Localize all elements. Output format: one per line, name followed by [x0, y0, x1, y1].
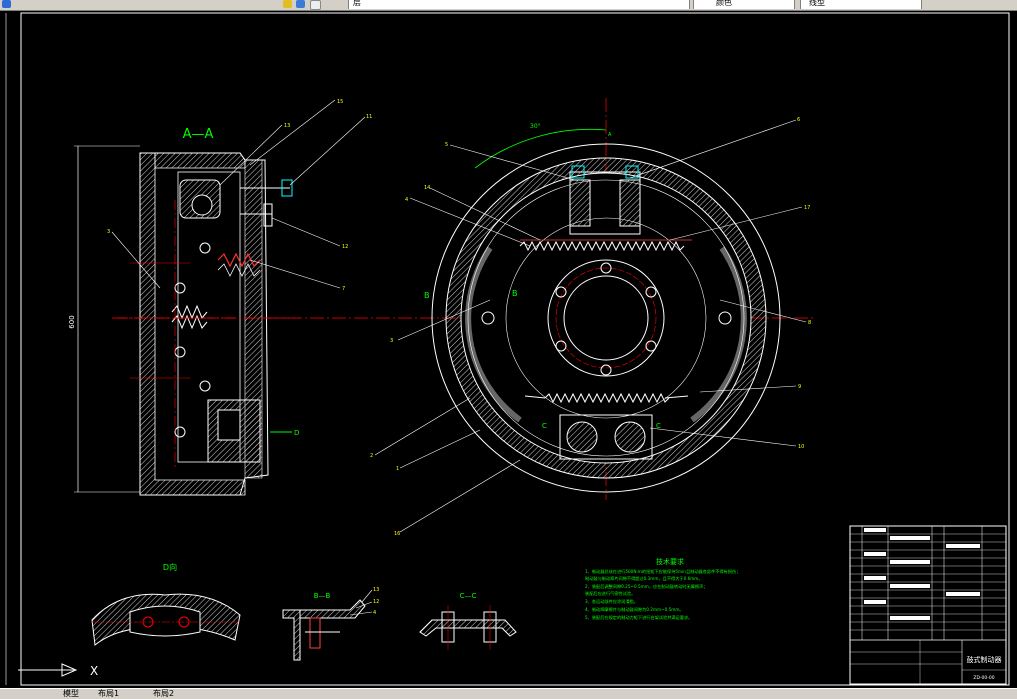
color-dropdown-value: 颜色: [716, 0, 732, 7]
title-block-name: 鼓式制动器: [967, 655, 1002, 664]
section-aa-title: A—A: [183, 127, 214, 142]
linetype-dropdown[interactable]: 线型: [800, 0, 922, 9]
svg-text:D向: D向: [163, 562, 177, 572]
svg-text:A: A: [608, 132, 612, 138]
svg-text:5: 5: [445, 142, 448, 148]
svg-text:6: 6: [797, 117, 800, 123]
view-d-marker: D: [294, 429, 299, 437]
svg-text:7: 7: [342, 286, 345, 292]
dim-600-label: 600: [68, 315, 76, 328]
tab-model[interactable]: 模型: [63, 689, 79, 698]
layer-state-icon[interactable]: [2, 0, 11, 8]
drawing-frame: [20, 12, 1010, 686]
svg-text:C—C: C—C: [460, 592, 477, 600]
layer-dropdown[interactable]: 层: [348, 0, 690, 9]
svg-text:技术要求: 技术要求: [656, 557, 684, 566]
svg-text:1、制动器总成在进行500N·m的扭矩下应能保持5min且制: 1、制动器总成在进行500N·m的扭矩下应能保持5min且制动器各部件不得有损伤…: [585, 568, 740, 575]
title-block: 鼓式制动器 ZD-00-00: [849, 525, 1007, 685]
svg-text:14: 14: [424, 185, 430, 191]
view-d: D向: [91, 562, 241, 646]
svg-text:2、装配后调整间隙0.25~0.5mm，应在制动鼓转动时无摩: 2、装配后调整间隙0.25~0.5mm，应在制动鼓转动时无摩擦声；: [585, 583, 707, 590]
svg-text:15: 15: [337, 99, 343, 105]
linetype-dropdown-value: 线型: [809, 0, 825, 7]
svg-text:13: 13: [373, 587, 379, 593]
svg-text:3、各运动部件应涂润滑脂。: 3、各运动部件应涂润滑脂。: [585, 598, 638, 605]
drawing-canvas[interactable]: A—A 600: [0, 10, 1017, 688]
svg-text:4: 4: [405, 197, 408, 203]
section-b-b: B—B 13 12 4: [282, 587, 379, 661]
svg-text:制动鼓与制动蹄片间隙不得超过0.3mm，且不得大于0.6mm: 制动鼓与制动蹄片间隙不得超过0.3mm，且不得大于0.6mm。: [585, 575, 703, 582]
lock-icon[interactable]: [296, 0, 305, 8]
layer-dropdown-value: 层: [353, 0, 361, 7]
layout-tabs-bar: 模型 布局1 布局2: [0, 688, 1017, 699]
svg-text:9: 9: [798, 384, 801, 390]
svg-text:4、制动蹄摩擦片与制动鼓间隙为0.2mm~0.5mm。: 4、制动蹄摩擦片与制动鼓间隙为0.2mm~0.5mm。: [585, 606, 684, 613]
svg-text:C: C: [542, 422, 547, 430]
svg-text:12: 12: [373, 599, 379, 605]
ucs-x-label: X: [90, 664, 98, 678]
layer-properties-toolbar: 层 颜色 线型: [0, 0, 1017, 11]
sun-icon[interactable]: [283, 0, 292, 8]
svg-text:2: 2: [370, 453, 373, 459]
svg-text:3: 3: [390, 338, 393, 344]
svg-text:B: B: [424, 291, 430, 300]
tab-layout2[interactable]: 布局2: [153, 689, 175, 698]
svg-text:16: 16: [394, 531, 400, 537]
tab-layout1[interactable]: 布局1: [98, 689, 120, 698]
ucs-icon: X: [18, 663, 98, 678]
svg-text:11: 11: [366, 114, 372, 120]
svg-text:1: 1: [396, 466, 399, 472]
svg-text:B: B: [512, 289, 518, 298]
svg-text:装配后应进行气密性试验。: 装配后应进行气密性试验。: [585, 590, 635, 597]
svg-text:17: 17: [804, 205, 810, 211]
title-block-code: ZD-00-00: [973, 675, 994, 681]
svg-text:13: 13: [284, 123, 290, 129]
color-dropdown[interactable]: 颜色: [693, 0, 795, 9]
svg-text:12: 12: [342, 244, 348, 250]
svg-text:30°: 30°: [530, 123, 541, 130]
section-c-c: C—C: [419, 592, 517, 650]
front-view: 30° A B B C C 5 6 14 4 17 3 8 2 1 9 10 1…: [112, 98, 815, 537]
svg-text:B—B: B—B: [314, 592, 331, 600]
color-square-icon[interactable]: [310, 0, 321, 10]
svg-text:5、装配后在规定的制动力矩下进行台架试验并满足要求。: 5、装配后在规定的制动力矩下进行台架试验并满足要求。: [585, 614, 692, 621]
svg-text:3: 3: [107, 229, 110, 235]
section-a-a: A—A 600: [68, 99, 372, 496]
technical-requirements: 技术要求 1、制动器总成在进行500N·m的扭矩下应能保持5min且制动器各部件…: [585, 557, 740, 621]
svg-text:C: C: [656, 422, 661, 430]
svg-text:8: 8: [808, 320, 811, 326]
svg-text:10: 10: [798, 444, 804, 450]
svg-text:4: 4: [373, 610, 376, 616]
